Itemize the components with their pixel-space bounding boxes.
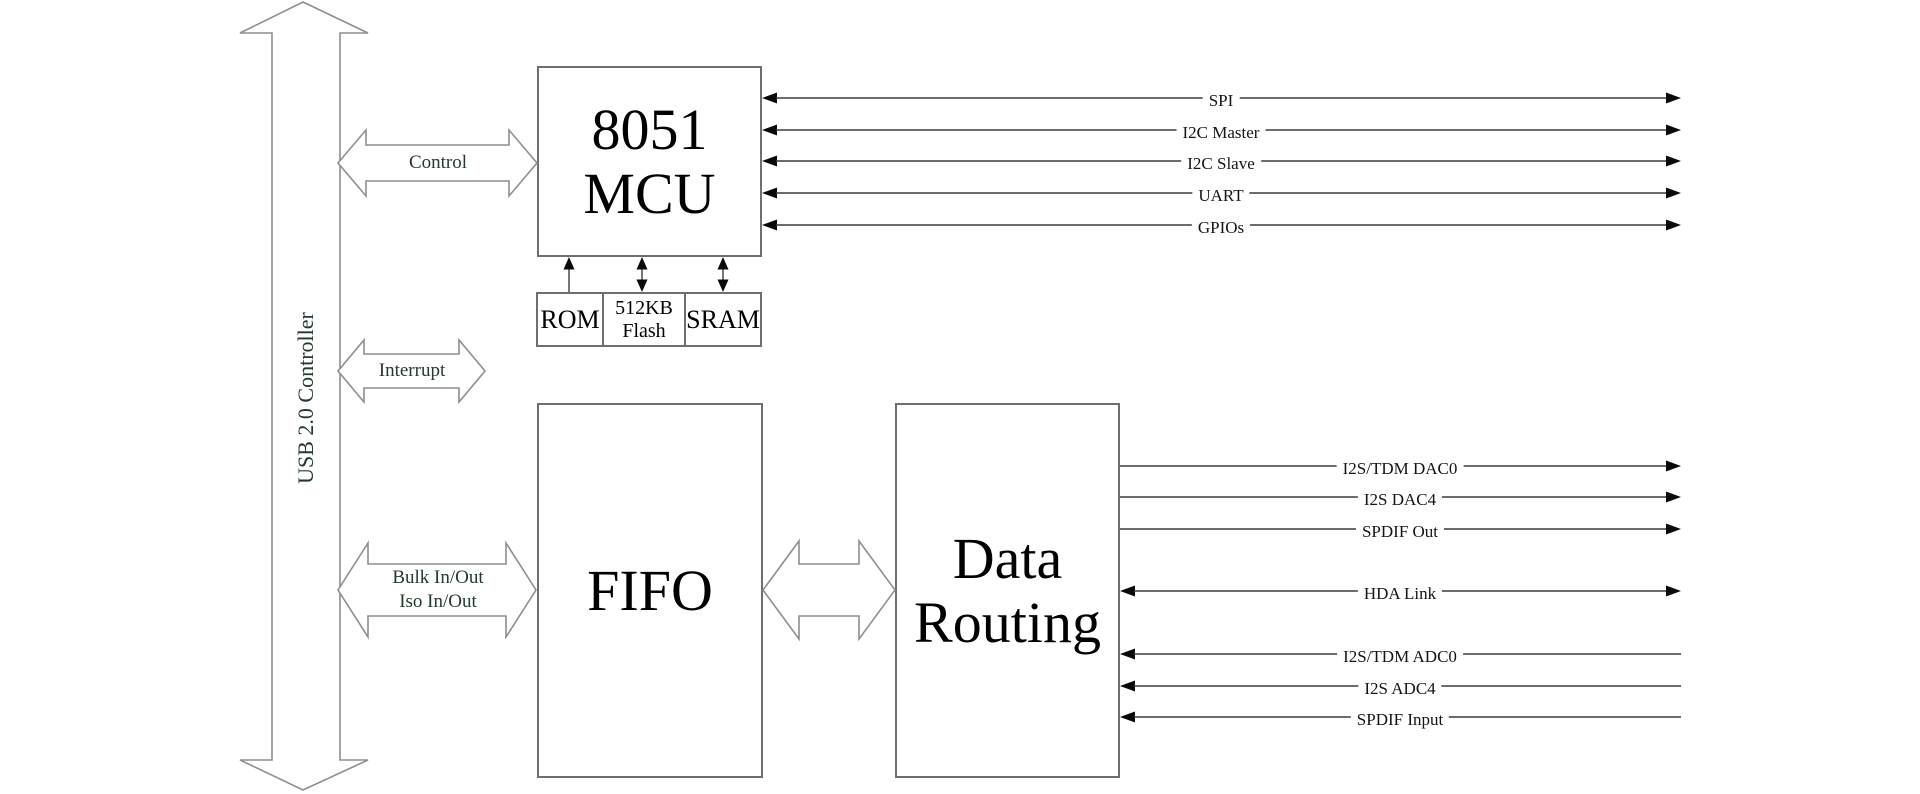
signal-label-spdif-input: SPDIF Input bbox=[1350, 710, 1450, 730]
flash-label-line1: 512KB bbox=[615, 296, 673, 319]
signal-label-hda-link: HDA Link bbox=[1357, 584, 1443, 604]
signal-label-gpios: GPIOs bbox=[1191, 218, 1251, 238]
flash-label-line2: Flash bbox=[622, 319, 666, 342]
data-routing-block: Data Routing bbox=[895, 403, 1120, 778]
sram-block: SRAM bbox=[684, 294, 760, 345]
rom-block: ROM bbox=[538, 294, 602, 345]
signal-label-spdif-out: SPDIF Out bbox=[1355, 522, 1445, 542]
sram-connector-double-arrow-icon bbox=[717, 257, 729, 292]
fifo-block: FIFO bbox=[537, 403, 763, 778]
signal-label-i2s-tdm-dac0: I2S/TDM DAC0 bbox=[1336, 459, 1464, 479]
signal-label-spi: SPI bbox=[1202, 91, 1240, 111]
bulk-bus-label-line2: Iso In/Out bbox=[399, 591, 477, 612]
mcu-label-line2: MCU bbox=[583, 160, 716, 226]
bulk-bus-label-line1: Bulk In/Out bbox=[392, 567, 484, 588]
sram-label: SRAM bbox=[686, 304, 760, 334]
control-bus-label: Control bbox=[408, 152, 468, 173]
usb-controller-label: USB 2.0 Controller bbox=[293, 312, 318, 484]
data-routing-label-line1: Data bbox=[952, 525, 1063, 591]
signal-label-i2s-tdm-adc0: I2S/TDM ADC0 bbox=[1337, 647, 1463, 667]
flash-block: 512KB Flash bbox=[602, 294, 684, 345]
rom-label: ROM bbox=[540, 304, 600, 334]
data-routing-label-line2: Routing bbox=[914, 589, 1101, 655]
signal-label-i2c-master: I2C Master bbox=[1176, 123, 1266, 143]
signal-label-uart: UART bbox=[1192, 186, 1250, 206]
fifo-label: FIFO bbox=[587, 557, 713, 623]
signal-label-i2s-dac4: I2S DAC4 bbox=[1357, 490, 1443, 510]
signal-label-i2s-adc4: I2S ADC4 bbox=[1358, 679, 1442, 699]
memory-row: ROM 512KB Flash SRAM bbox=[536, 292, 762, 347]
fifo-routing-double-arrow-icon bbox=[762, 538, 896, 642]
interrupt-bus-label: Interrupt bbox=[378, 360, 446, 381]
flash-connector-double-arrow-icon bbox=[636, 257, 648, 292]
mcu-label-line1: 8051 bbox=[591, 96, 708, 162]
rom-connector-arrow-icon bbox=[563, 257, 575, 292]
signal-label-i2c-slave: I2C Slave bbox=[1181, 154, 1261, 174]
mcu-block: 8051 MCU bbox=[537, 66, 762, 257]
bulk-iso-bus-label: Bulk In/Out Iso In/Out bbox=[392, 566, 483, 614]
